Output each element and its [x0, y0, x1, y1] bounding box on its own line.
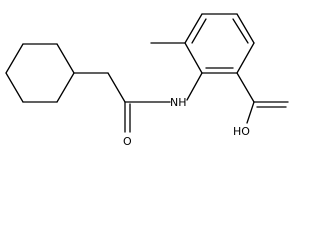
- methylene-linker: [73, 72, 126, 103]
- benzene-ring: [184, 13, 255, 74]
- carbonyl-oxygen-label: O: [123, 135, 132, 148]
- nh-label: NH: [170, 96, 187, 109]
- cyclohexane-ring: [5, 43, 75, 103]
- carboxylic-acid: [236, 72, 289, 124]
- molecule-structure: NH O HO: [5, 13, 289, 148]
- amide-carbonyl: [124, 101, 131, 133]
- n-aryl-bond: [186, 72, 203, 101]
- hydroxyl-label: HO: [233, 125, 250, 138]
